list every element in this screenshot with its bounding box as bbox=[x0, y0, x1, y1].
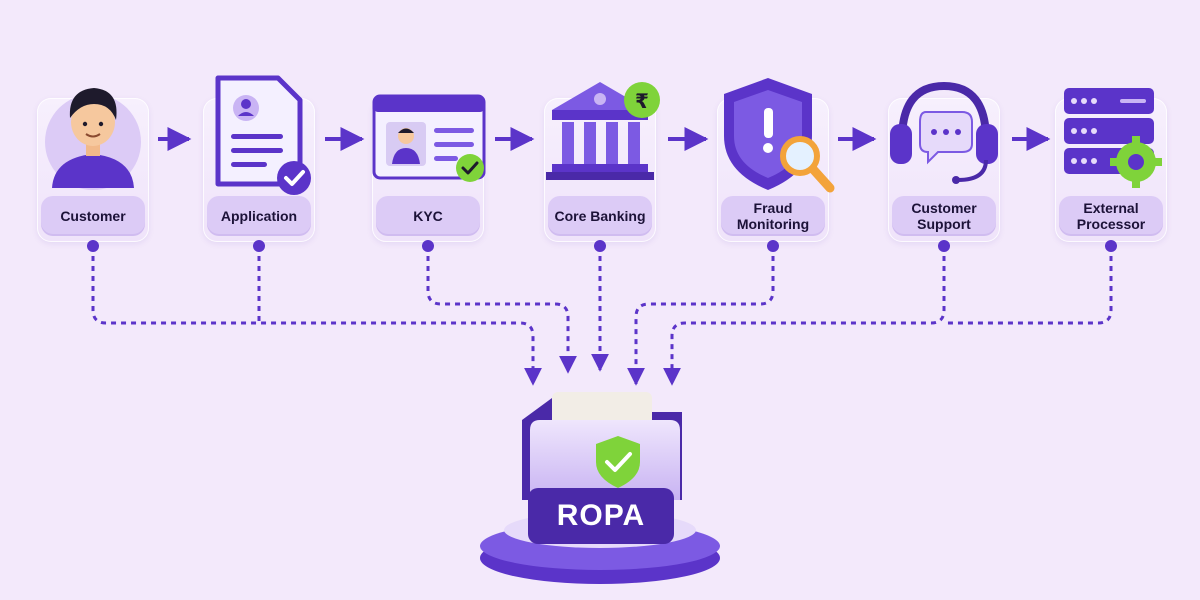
document-check-icon bbox=[215, 75, 311, 195]
node-label-application: Application bbox=[207, 196, 311, 236]
id-card-check-icon bbox=[372, 94, 486, 182]
connector-support bbox=[663, 246, 946, 386]
dashed-connectors bbox=[91, 246, 1113, 386]
connector-fraud bbox=[627, 246, 775, 386]
node-label-core-banking: Core Banking bbox=[548, 196, 652, 236]
folder-shield-check-icon bbox=[596, 436, 640, 488]
server-gear-icon bbox=[1064, 88, 1162, 188]
node-label-customer-support: Customer Support bbox=[892, 196, 996, 236]
ropa-illustration bbox=[480, 392, 720, 584]
connector-kyc bbox=[426, 246, 577, 374]
svg-text:₹: ₹ bbox=[635, 89, 649, 113]
bank-rupee-icon: ₹ bbox=[546, 82, 660, 180]
ropa-label: ROPA bbox=[556, 499, 646, 532]
shield-alert-magnifier-icon bbox=[724, 78, 835, 193]
connector-external bbox=[944, 246, 1113, 325]
node-label-customer: Customer bbox=[41, 196, 145, 236]
node-label-kyc: KYC bbox=[376, 196, 480, 236]
person-avatar-icon bbox=[45, 88, 141, 190]
connector-customer bbox=[91, 246, 542, 386]
node-label-external-processor: External Processor bbox=[1059, 196, 1163, 236]
connector-dots bbox=[87, 240, 1117, 252]
headset-chat-icon bbox=[890, 81, 998, 184]
node-label-fraud-monitoring: Fraud Monitoring bbox=[721, 196, 825, 236]
